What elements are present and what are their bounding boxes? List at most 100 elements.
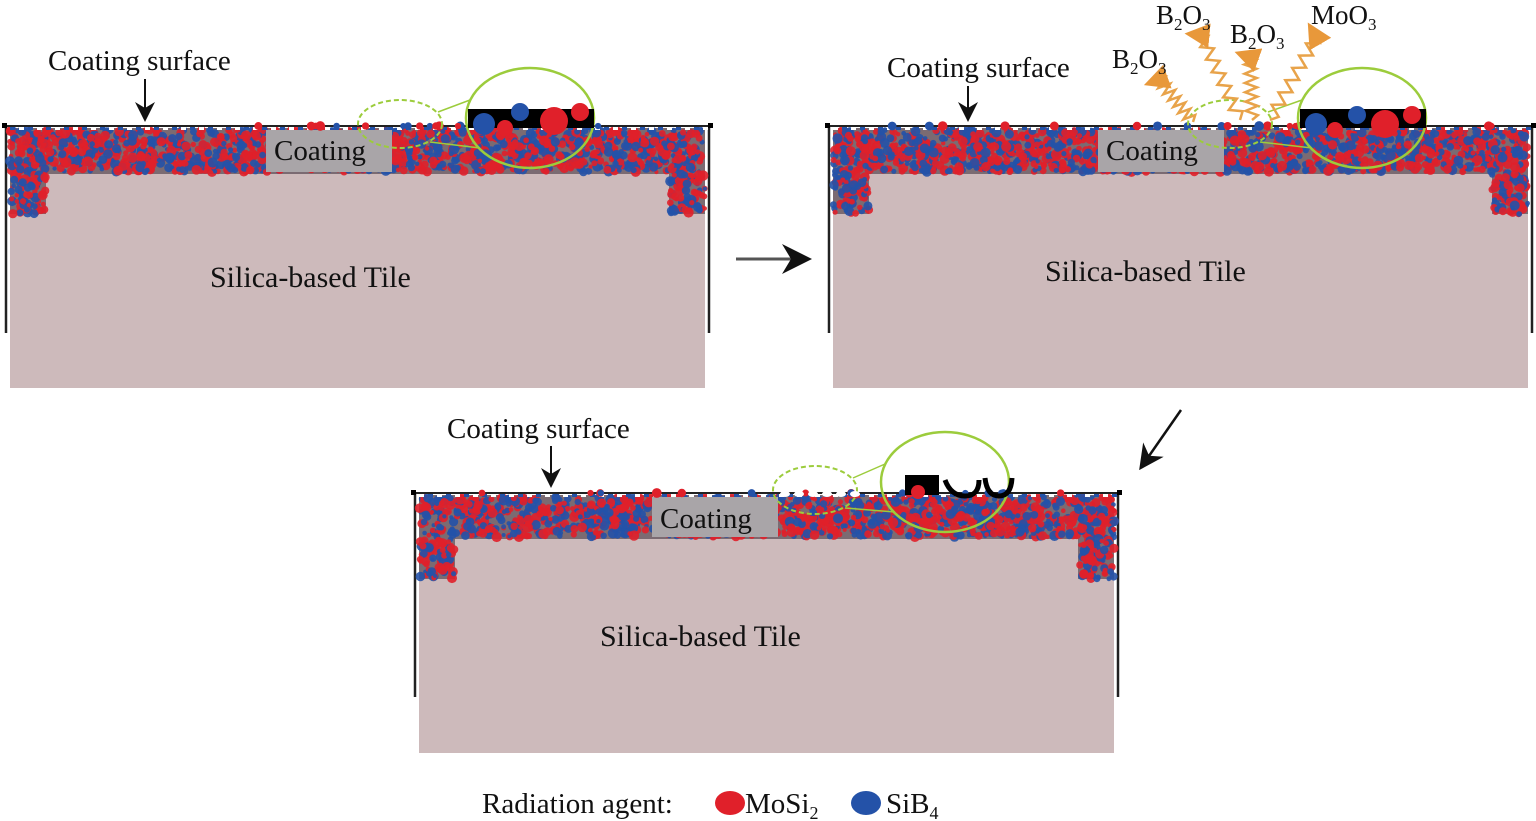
particle — [681, 206, 689, 214]
particle — [1058, 167, 1066, 174]
surface-dash — [1166, 127, 1171, 130]
particle — [928, 147, 939, 158]
particle — [892, 159, 900, 166]
particle — [1067, 158, 1075, 166]
surface-dash — [451, 127, 456, 130]
particle — [603, 147, 614, 157]
particle — [665, 176, 676, 187]
particle — [970, 518, 975, 523]
particle — [477, 158, 483, 163]
particle — [519, 157, 529, 167]
particle — [598, 165, 604, 170]
particle — [530, 520, 541, 530]
particle — [69, 147, 79, 156]
particle — [914, 136, 923, 145]
particle — [144, 167, 150, 173]
particle — [880, 165, 888, 174]
particle — [1491, 197, 1498, 203]
particle — [1322, 139, 1328, 145]
surface-dash — [190, 127, 195, 130]
particle — [52, 166, 57, 171]
particle — [670, 127, 677, 134]
particle — [152, 130, 160, 137]
particle — [8, 209, 18, 219]
particle — [1085, 160, 1094, 169]
particle — [847, 165, 854, 171]
particle — [702, 186, 708, 191]
particle — [1034, 133, 1040, 138]
surface-dash — [1517, 127, 1522, 130]
surface-dash — [1427, 127, 1432, 130]
particle — [1013, 165, 1023, 174]
particle — [181, 141, 191, 151]
particle — [641, 526, 650, 534]
surface-dash — [1148, 127, 1153, 130]
particle — [1516, 211, 1523, 217]
coating-label-bg — [266, 130, 392, 172]
particle — [568, 143, 576, 151]
particle — [951, 158, 957, 164]
particle — [104, 140, 113, 149]
particle — [14, 185, 23, 194]
particle — [850, 527, 857, 534]
particle — [27, 182, 36, 191]
particle — [259, 151, 266, 159]
particle — [232, 152, 238, 159]
surface-dash — [1247, 127, 1252, 130]
surface-dash — [1274, 127, 1279, 130]
frame-corner — [708, 123, 713, 128]
particle — [136, 152, 146, 162]
particle — [627, 152, 638, 163]
particle — [1522, 143, 1531, 152]
zoom-connector — [1259, 141, 1313, 149]
particle — [1343, 151, 1352, 159]
particle — [594, 149, 601, 155]
particle — [1000, 521, 1011, 532]
particle — [1490, 145, 1500, 155]
surface-dash — [995, 127, 1000, 130]
particle — [435, 151, 442, 158]
particle — [653, 156, 659, 162]
particle — [1396, 163, 1404, 172]
particle — [26, 191, 32, 197]
particle — [1478, 165, 1486, 173]
particle — [829, 506, 835, 512]
particle — [1061, 508, 1066, 513]
surface-dash — [424, 127, 429, 130]
surface-dash — [1130, 127, 1135, 130]
particle — [847, 135, 854, 142]
particle — [669, 163, 675, 169]
particle — [476, 519, 482, 525]
enlarged-particle — [1305, 113, 1327, 135]
particle — [990, 142, 1000, 151]
surface-dash — [1202, 127, 1207, 130]
zoom-source-ellipse — [1187, 99, 1273, 149]
particle — [829, 525, 839, 535]
particle — [682, 161, 687, 167]
surface-dash — [10, 127, 15, 130]
particle — [1510, 205, 1516, 211]
particle — [887, 496, 893, 501]
particle — [908, 139, 916, 147]
particle — [929, 516, 938, 525]
particle — [973, 142, 983, 152]
surface-dash — [19, 127, 24, 130]
volatile-escape-arrow — [1184, 23, 1245, 121]
particle — [176, 166, 182, 172]
surface-dash — [1454, 127, 1459, 130]
surface-dash — [622, 127, 627, 130]
surface-dash — [1283, 127, 1288, 130]
particle — [1011, 152, 1016, 157]
particle — [1035, 527, 1042, 534]
particle — [1015, 513, 1021, 519]
particle — [249, 145, 255, 151]
surface-particle — [1488, 122, 1495, 130]
particle — [542, 167, 550, 175]
particle — [24, 206, 30, 213]
particle — [426, 129, 435, 139]
surface-dash — [217, 127, 222, 130]
particle — [539, 135, 549, 146]
particle — [1089, 128, 1095, 134]
particle — [128, 130, 139, 141]
particle — [626, 136, 634, 143]
